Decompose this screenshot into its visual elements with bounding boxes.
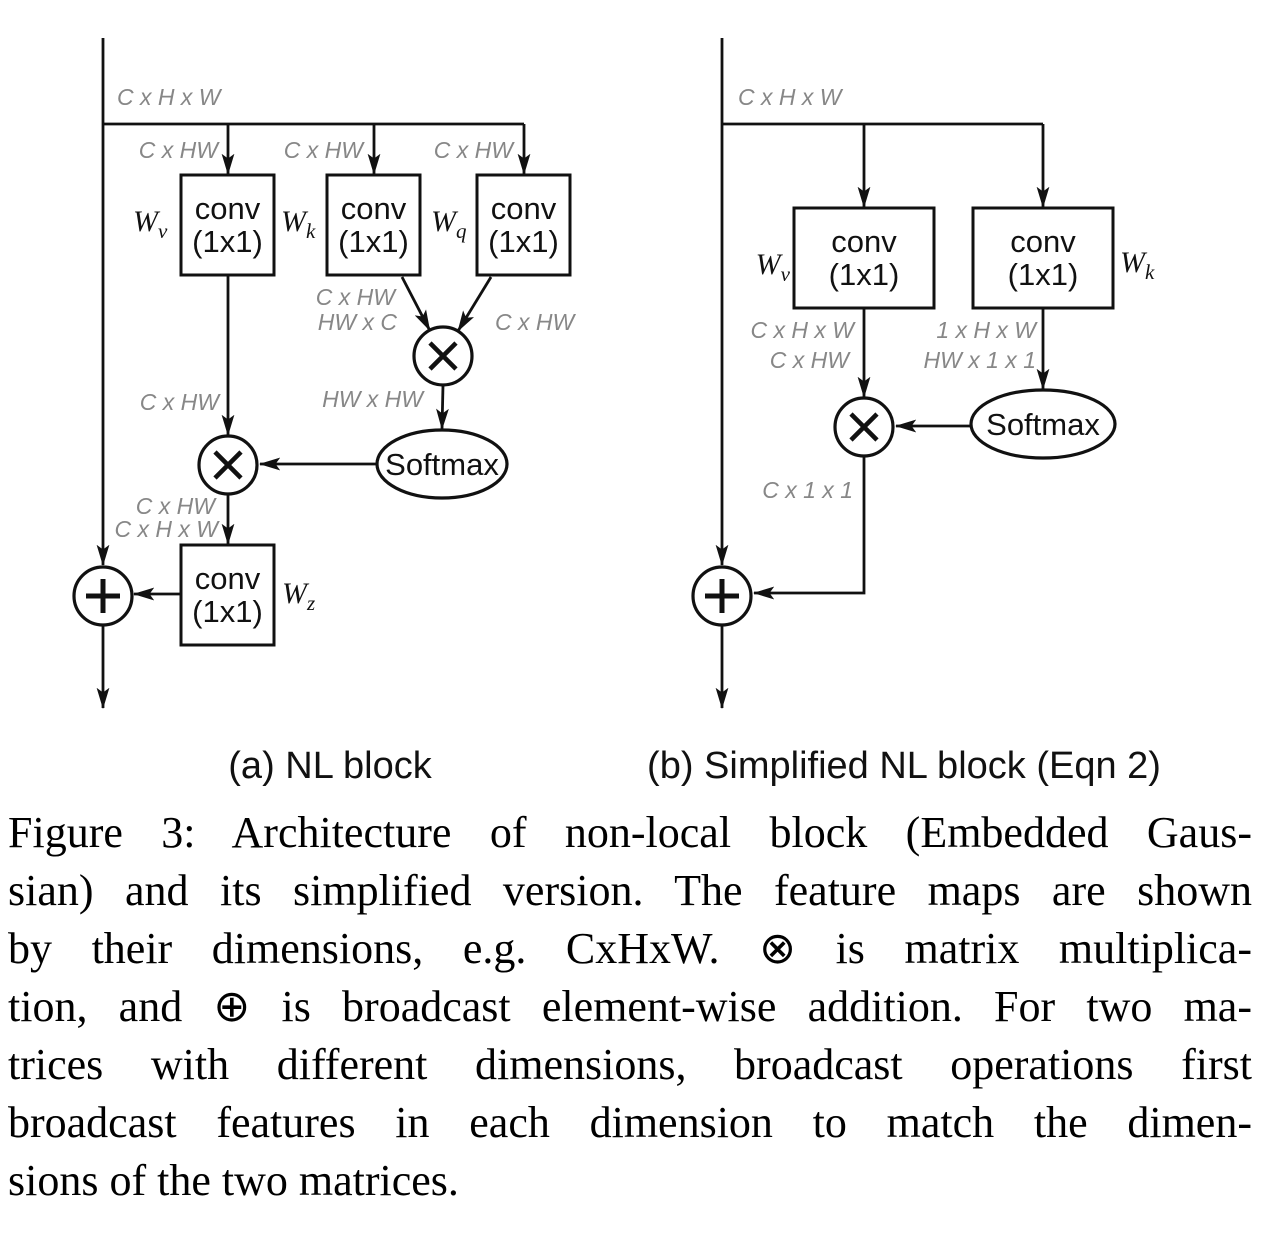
weight-base: W bbox=[133, 205, 161, 238]
dim-value-branch: C x HW bbox=[140, 389, 222, 415]
weight-subscript: v bbox=[781, 262, 791, 286]
subcaption-b: (b) Simplified NL block (Eqn 2) bbox=[647, 745, 1161, 787]
dim-branch-v: C x HW bbox=[139, 137, 221, 163]
conv-kernel-label: (1x1) bbox=[192, 594, 263, 629]
dim-context: C x 1 x 1 bbox=[762, 477, 853, 503]
matmul-operator-icon-b bbox=[833, 396, 895, 458]
conv-kernel-label: (1x1) bbox=[829, 257, 900, 292]
weight-base: W bbox=[282, 577, 310, 610]
weight-wz-label-a: Wz bbox=[282, 577, 315, 615]
caption-line: trices with different dimensions, broadc… bbox=[8, 1040, 1252, 1089]
dim-input-b: C x H x W bbox=[738, 84, 844, 110]
weight-subscript: q bbox=[456, 219, 467, 243]
conv-box-wz-a bbox=[179, 543, 276, 647]
caption-line: Figure 3: Architecture of non-local bloc… bbox=[8, 808, 1252, 857]
conv-box-wv-a bbox=[179, 173, 276, 277]
caption-line: by their dimensions, e.g. CxHxW. ⊗ is ma… bbox=[8, 924, 1252, 973]
conv-box-wv-b bbox=[792, 206, 936, 310]
conv-label: conv bbox=[341, 191, 407, 226]
matmul1-operator-icon bbox=[412, 325, 474, 387]
conv-kernel-label: (1x1) bbox=[192, 224, 263, 259]
weight-subscript: z bbox=[306, 591, 315, 615]
weight-subscript: k bbox=[1145, 260, 1155, 284]
conv-box-wq-a bbox=[475, 173, 572, 277]
dim-value-line1: C x H x W bbox=[751, 317, 857, 343]
conv-box-wk-b bbox=[971, 206, 1115, 310]
dim-input-a: C x H x W bbox=[117, 84, 223, 110]
key-to-matmul1-arrow bbox=[400, 276, 431, 332]
broadcast-add-operator-icon-a bbox=[72, 565, 134, 627]
dim-query-in: C x HW bbox=[495, 309, 577, 335]
dim-key-line2: HW x 1 x 1 bbox=[924, 347, 1036, 373]
conv-label: conv bbox=[195, 561, 261, 596]
weight-base: W bbox=[1120, 246, 1148, 279]
caption-line: sions of the two matrices. bbox=[8, 1156, 459, 1205]
dim-branch-q: C x HW bbox=[434, 137, 516, 163]
weight-base: W bbox=[431, 205, 459, 238]
dim-key-in: C x HW bbox=[316, 284, 398, 310]
matmul2-operator-icon bbox=[197, 434, 259, 496]
dim-value-line2: C x HW bbox=[770, 347, 852, 373]
dim-out-reshaped: C x H x W bbox=[115, 516, 221, 542]
conv-label: conv bbox=[1010, 224, 1076, 259]
weight-wk-label-b: Wk bbox=[1120, 246, 1155, 284]
conv-label: conv bbox=[831, 224, 897, 259]
conv-kernel-label: (1x1) bbox=[1008, 257, 1079, 292]
figure-caption: Figure 3: Architecture of non-local bloc… bbox=[8, 804, 1252, 1210]
softmax-ellipse-a bbox=[375, 428, 509, 500]
conv-box-wk-a bbox=[325, 173, 422, 277]
caption-line: tion, and ⊕ is broadcast element-wise ad… bbox=[8, 982, 1252, 1031]
matmul-to-add-line-b bbox=[752, 456, 866, 600]
weight-wv-label-a: Wv bbox=[133, 205, 168, 243]
softmax-label-a: Softmax bbox=[385, 447, 499, 482]
weight-base: W bbox=[756, 248, 784, 281]
panel-b: conv (1x1) conv (1x1) Softmax Wv Wk C x … bbox=[647, 38, 1161, 787]
weight-wk-label-a: Wk bbox=[281, 205, 316, 243]
subcaption-a: (a) NL block bbox=[228, 745, 432, 787]
weight-wq-label-a: Wq bbox=[431, 205, 467, 243]
weight-wv-label-b: Wv bbox=[756, 248, 791, 286]
dim-attention-map: HW x HW bbox=[322, 386, 425, 412]
dim-key-transposed: HW x C bbox=[318, 309, 398, 335]
query-to-matmul1-arrow bbox=[456, 276, 493, 332]
matmul1-to-softmax-arrow-a bbox=[436, 384, 449, 431]
conv-kernel-label: (1x1) bbox=[338, 224, 409, 259]
weight-subscript: k bbox=[306, 219, 316, 243]
weight-base: W bbox=[281, 205, 309, 238]
caption-line: broadcast features in each dimension to … bbox=[8, 1098, 1252, 1147]
panel-a: conv (1x1) conv (1x1) conv (1x1) conv (1… bbox=[72, 38, 577, 787]
dim-key-line1: 1 x H x W bbox=[936, 317, 1038, 343]
dim-branch-k: C x HW bbox=[284, 137, 366, 163]
softmax-label-b: Softmax bbox=[986, 407, 1100, 442]
broadcast-add-operator-icon-b bbox=[691, 565, 753, 627]
caption-line: sian) and its simplified version. The fe… bbox=[8, 866, 1252, 915]
conv-label: conv bbox=[195, 191, 261, 226]
dim-out-flat: C x HW bbox=[136, 493, 218, 519]
conv-label: conv bbox=[491, 191, 557, 226]
weight-subscript: v bbox=[158, 219, 168, 243]
nl-block-diagram: conv (1x1) conv (1x1) conv (1x1) conv (1… bbox=[72, 38, 1161, 787]
softmax-ellipse-b bbox=[969, 388, 1117, 460]
conv-kernel-label: (1x1) bbox=[488, 224, 559, 259]
